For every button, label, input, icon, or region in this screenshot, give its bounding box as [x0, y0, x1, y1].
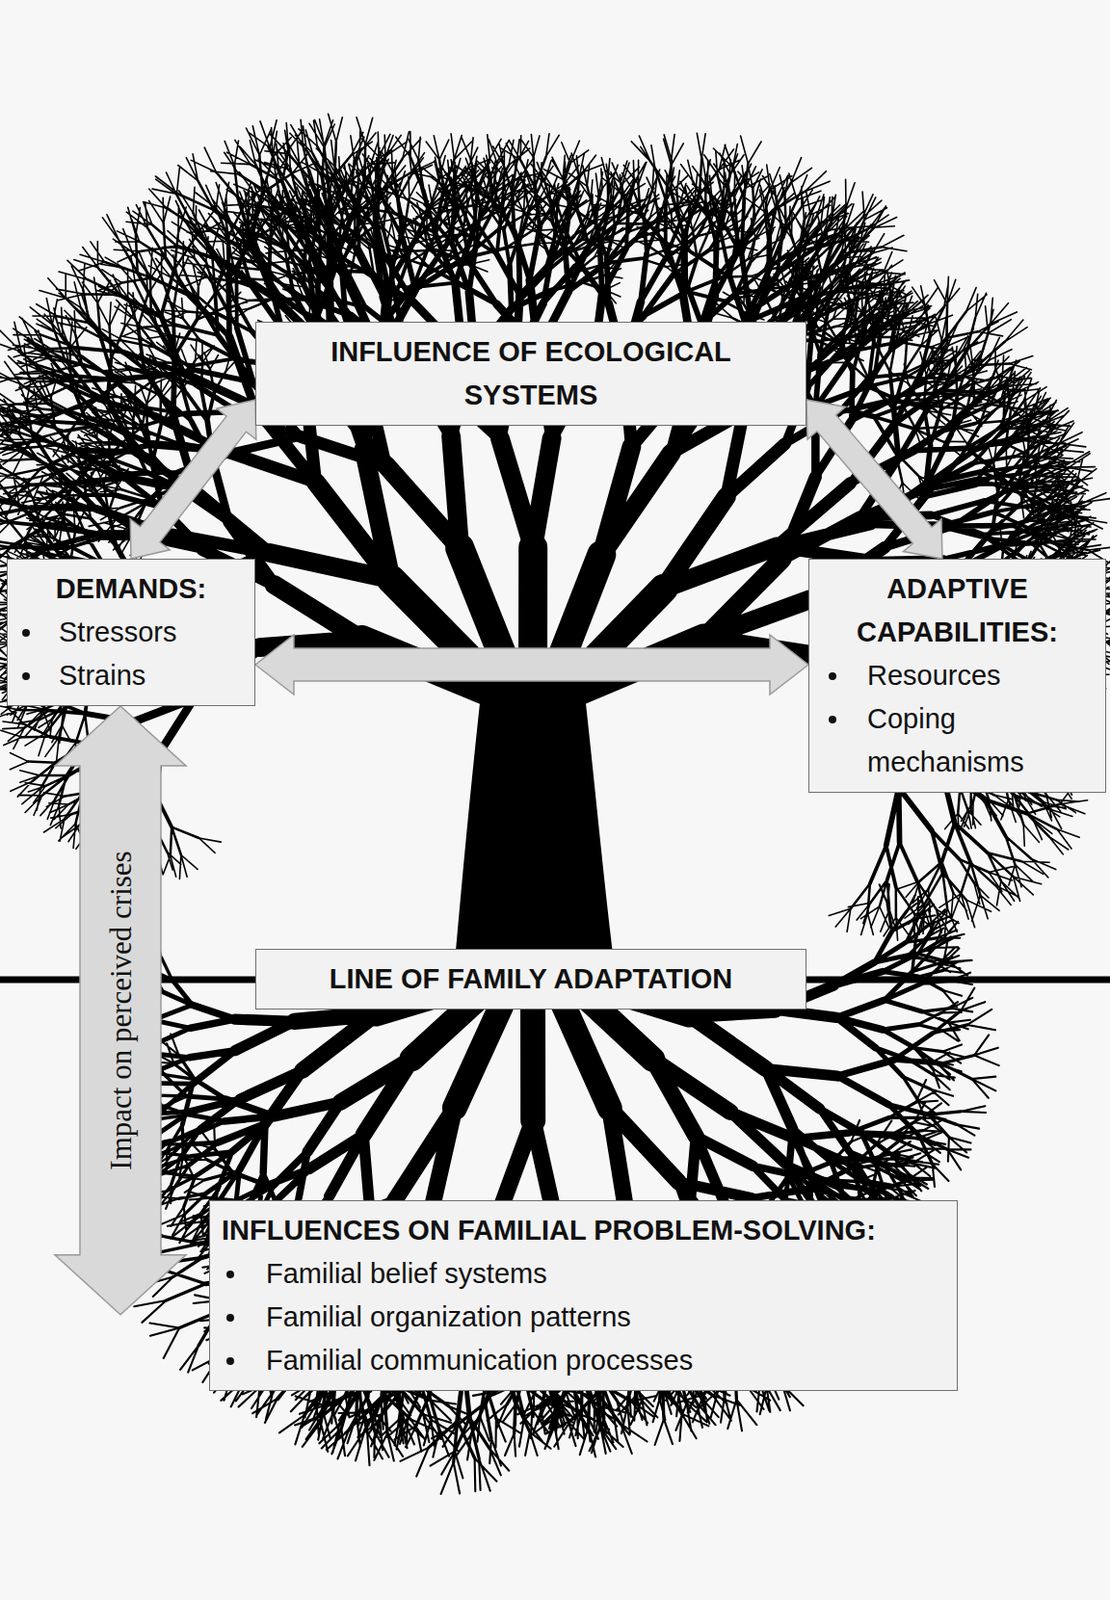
- bullet-row: Resources: [820, 654, 1094, 698]
- bullet-row: Familial organization patterns: [221, 1295, 946, 1340]
- bullet-row: Familial communication processes: [221, 1339, 946, 1383]
- bullet-dot: [22, 629, 30, 637]
- bullet-text: Stressors: [58, 616, 177, 648]
- bullet-text: Coping mechanisms: [867, 703, 1025, 778]
- tree-trunk: [452, 686, 617, 985]
- box-heading: ADAPTIVE CAPABILITIES:: [820, 567, 1094, 655]
- double-block-arrow: [255, 634, 809, 695]
- bullet-dot: [226, 1357, 235, 1366]
- bullet-row: Coping mechanisms: [820, 697, 1094, 785]
- text-box: INFLUENCE OF ECOLOGICAL SYSTEMS: [255, 321, 807, 426]
- tree-branch: [0, 141, 1107, 918]
- bullet-text: Familial organization patterns: [265, 1301, 632, 1333]
- bullet-dot: [22, 672, 30, 681]
- tree-branch: [0, 113, 1110, 941]
- tree-branch: [93, 884, 1000, 1495]
- box-heading: INFLUENCE OF ECOLOGICAL SYSTEMS: [267, 330, 794, 418]
- bullet-text: Familial communication processes: [265, 1345, 693, 1376]
- tree-branches: [0, 113, 1110, 1495]
- bullet-row: Strains: [19, 654, 243, 698]
- box-heading: DEMANDS:: [19, 567, 243, 611]
- text-box: ADAPTIVE CAPABILITIES: ResourcesCoping me…: [808, 558, 1107, 793]
- bullet-dot: [828, 672, 837, 681]
- box-heading: LINE OF FAMILY ADAPTATION: [267, 957, 794, 1002]
- box-heading: INFLUENCES ON FAMILIAL PROBLEM-SOLVING:: [221, 1209, 946, 1253]
- arrow-label: Impact on perceived crises: [103, 850, 138, 1170]
- bullet-row: Stressors: [19, 610, 243, 655]
- text-box: LINE OF FAMILY ADAPTATION: [255, 949, 807, 1010]
- double-block-arrow: [54, 706, 186, 1316]
- text-box: INFLUENCES ON FAMILIAL PROBLEM-SOLVING: F…: [209, 1200, 958, 1392]
- bullet-row: Familial belief systems: [221, 1252, 946, 1296]
- bullet-dot: [226, 1270, 235, 1279]
- bullet-text: Familial belief systems: [265, 1258, 548, 1290]
- double-block-arrow: [130, 399, 257, 559]
- double-block-arrow: [806, 399, 943, 559]
- bullet-text: Resources: [867, 660, 1002, 691]
- text-box: DEMANDS: StressorsStrains: [6, 558, 256, 707]
- tree-branch: [117, 903, 975, 1463]
- bullet-dot: [226, 1314, 235, 1322]
- bullet-text: Strains: [58, 660, 146, 691]
- bullet-dot: [828, 715, 837, 724]
